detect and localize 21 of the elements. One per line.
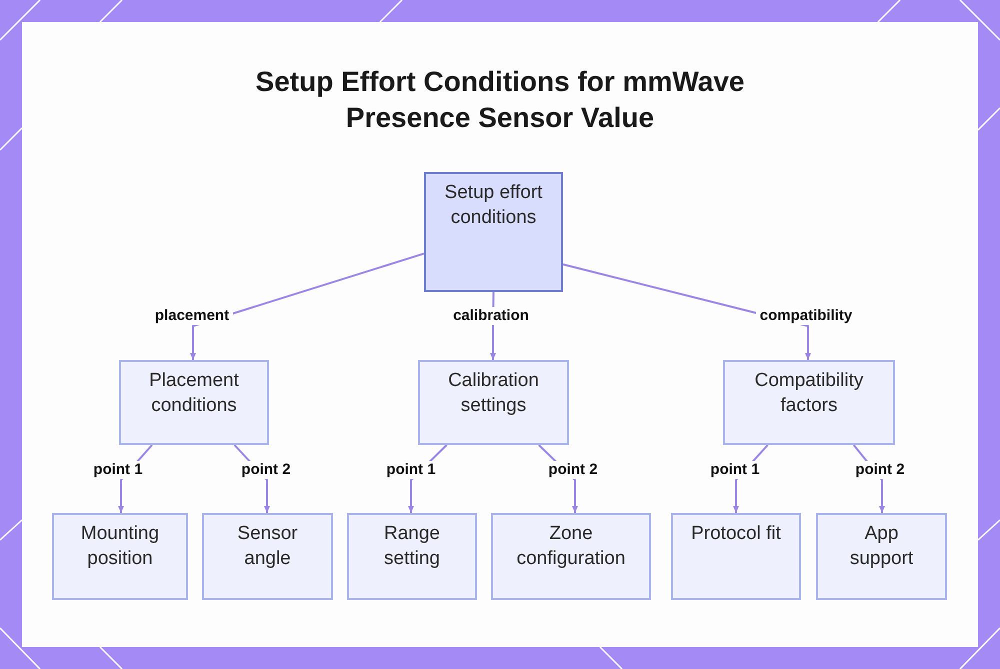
process-box bbox=[723, 360, 895, 445]
process-box bbox=[424, 172, 563, 292]
node-text: Setup effort conditions bbox=[444, 181, 544, 230]
process-box bbox=[816, 513, 947, 600]
node-text: Sensor angle bbox=[236, 522, 299, 571]
node-text: App support bbox=[848, 522, 914, 571]
process-box bbox=[491, 513, 651, 600]
process-box bbox=[202, 513, 333, 600]
process-box bbox=[418, 360, 569, 445]
process-box bbox=[119, 360, 269, 445]
node-text: Zone configuration bbox=[516, 522, 626, 571]
node-text: Calibration settings bbox=[447, 369, 540, 418]
node-text: Mounting position bbox=[80, 522, 160, 571]
node-text: Range setting bbox=[383, 522, 441, 571]
node-text: Placement conditions bbox=[148, 369, 240, 418]
node-text: Compatibility factors bbox=[754, 369, 864, 418]
process-box bbox=[671, 513, 801, 600]
title: Setup Effort Conditions for mmWave Presence Sensor Value bbox=[254, 65, 746, 135]
process-box bbox=[52, 513, 188, 600]
node-text: Protocol fit bbox=[691, 522, 781, 546]
process-box bbox=[347, 513, 477, 600]
